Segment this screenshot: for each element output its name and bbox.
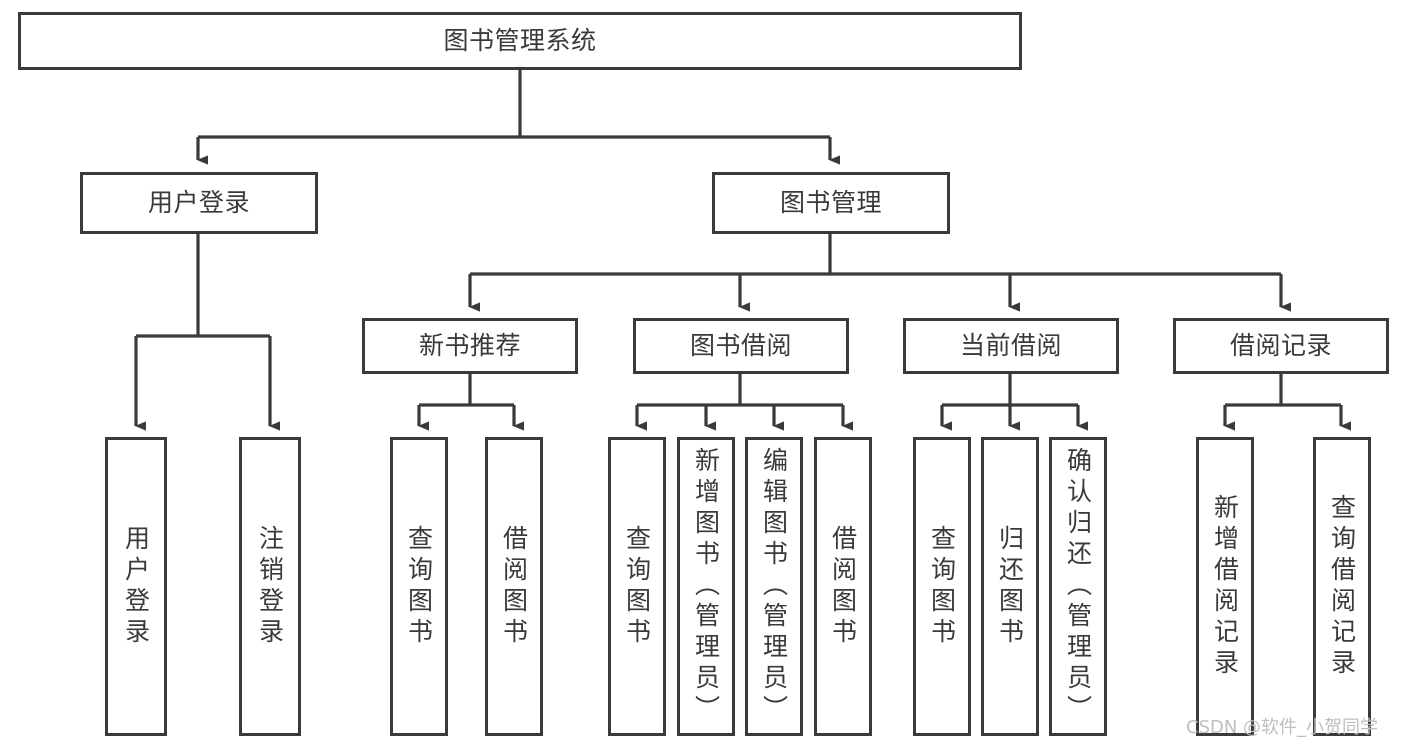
leaf-borrow-edit-book-admin[interactable]: 编辑图书（管理员）: [745, 437, 803, 736]
node-label: 确认归还（管理员）: [1063, 447, 1093, 726]
leaf-new-book-borrow[interactable]: 借阅图书: [485, 437, 543, 736]
leaf-record-query-borrow-record[interactable]: 查询借阅记录: [1313, 437, 1371, 736]
node-label: 查询图书: [404, 524, 434, 649]
node-label: 新增借阅记录: [1210, 493, 1240, 680]
node-book-management[interactable]: 图书管理: [712, 172, 950, 234]
node-current-borrowing[interactable]: 当前借阅: [903, 318, 1119, 374]
leaf-current-query-book[interactable]: 查询图书: [913, 437, 971, 736]
node-label: 注销登录: [255, 524, 285, 649]
node-label: 用户登录: [121, 524, 151, 649]
node-label: 图书借阅: [689, 331, 792, 361]
leaf-user-login-login[interactable]: 用户登录: [105, 437, 167, 736]
leaf-borrow-add-book-admin[interactable]: 新增图书（管理员）: [677, 437, 735, 736]
node-label: 图书管理系统: [443, 26, 597, 56]
node-label: 新增图书（管理员）: [691, 447, 721, 726]
node-new-book-recommendation[interactable]: 新书推荐: [362, 318, 578, 374]
node-borrowing-records[interactable]: 借阅记录: [1173, 318, 1389, 374]
node-label: 借阅记录: [1229, 331, 1332, 361]
csdn-watermark: CSDN @软件_小贺同学: [1186, 717, 1379, 738]
node-label: 新书推荐: [418, 331, 521, 361]
node-label: 查询图书: [927, 524, 957, 649]
leaf-borrow-query-book[interactable]: 查询图书: [608, 437, 666, 736]
leaf-borrow-borrow-book[interactable]: 借阅图书: [814, 437, 872, 736]
node-label: 当前借阅: [959, 331, 1062, 361]
leaf-user-login-logout[interactable]: 注销登录: [239, 437, 301, 736]
leaf-new-book-query[interactable]: 查询图书: [390, 437, 448, 736]
node-label: 编辑图书（管理员）: [759, 447, 789, 726]
leaf-current-confirm-return-admin[interactable]: 确认归还（管理员）: [1049, 437, 1107, 736]
node-user-login[interactable]: 用户登录: [80, 172, 318, 234]
leaf-current-return-book[interactable]: 归还图书: [981, 437, 1039, 736]
node-label: 查询借阅记录: [1327, 493, 1357, 680]
node-book-borrowing[interactable]: 图书借阅: [633, 318, 849, 374]
node-label: 归还图书: [995, 524, 1025, 649]
node-label: 借阅图书: [828, 524, 858, 649]
node-root-book-management-system[interactable]: 图书管理系统: [18, 12, 1022, 70]
node-label: 图书管理: [779, 188, 882, 218]
node-label: 用户登录: [147, 188, 250, 218]
leaf-record-add-borrow-record[interactable]: 新增借阅记录: [1196, 437, 1254, 736]
node-label: 借阅图书: [499, 524, 529, 649]
node-label: 查询图书: [622, 524, 652, 649]
